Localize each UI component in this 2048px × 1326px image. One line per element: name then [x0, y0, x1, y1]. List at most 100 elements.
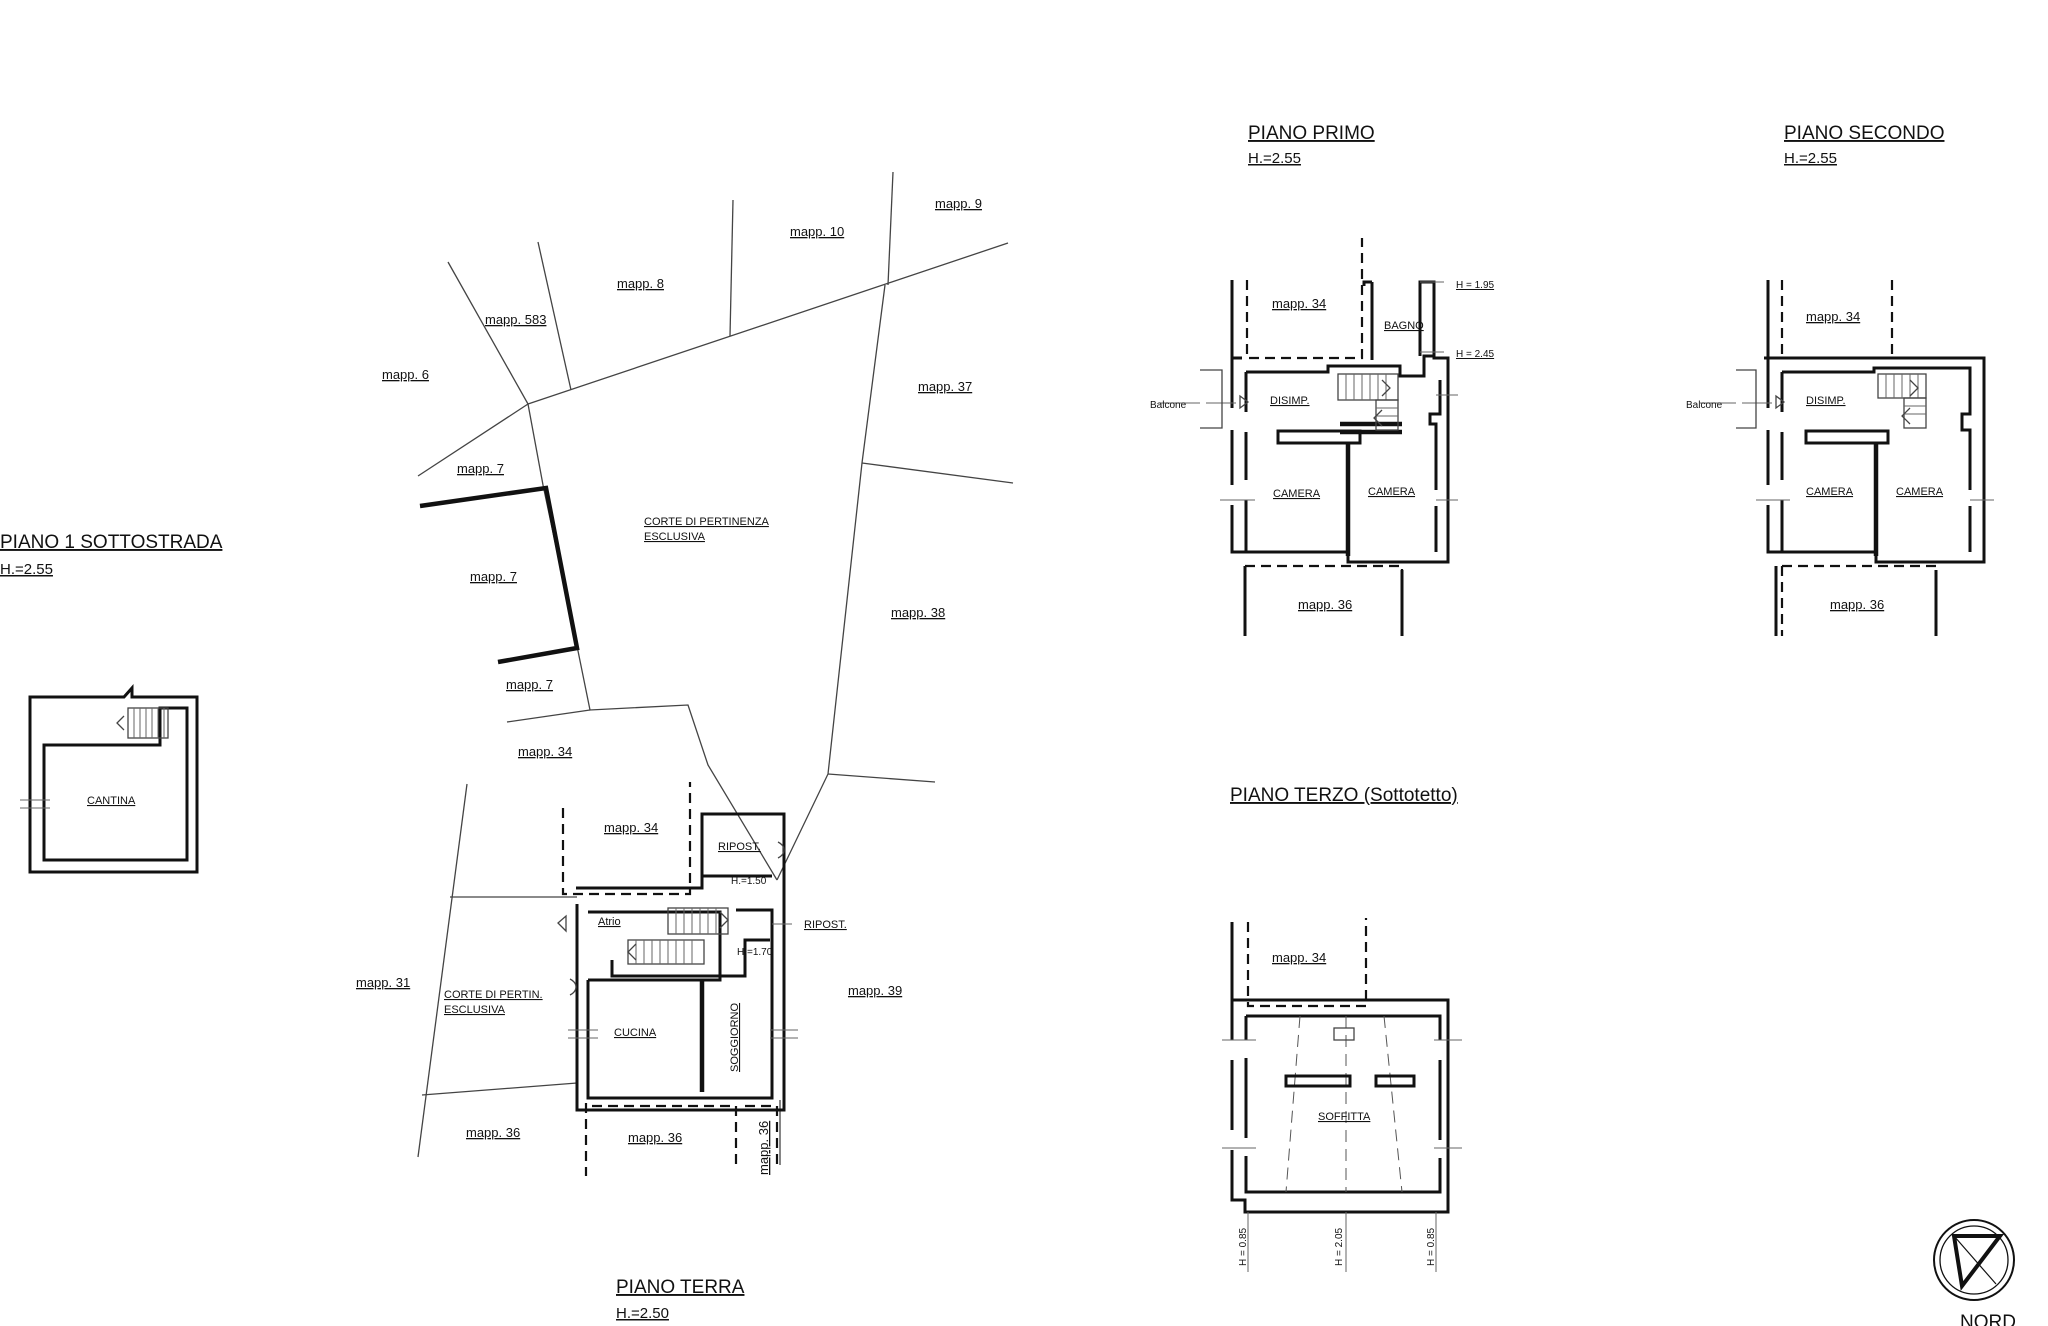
parcel-label: mapp. 34 [1272, 950, 1326, 965]
outer-wall-terra [575, 812, 786, 1112]
parcel-label: mapp. 36 [466, 1125, 520, 1140]
parcel-label: mapp. 7 [506, 677, 553, 692]
room-label-atrio: Atrio [598, 916, 621, 928]
height-note-stairs: H.=1.70 [737, 947, 773, 958]
height-note-left: H = 0.85 [1238, 1227, 1249, 1266]
parcel-label: mapp. 7 [470, 569, 517, 584]
windows-terra [557, 841, 798, 1039]
room-label-soffitta: SOFFITTA [1318, 1111, 1371, 1123]
inner-wall-terzo [1244, 1014, 1442, 1194]
title-primo: PIANO PRIMO [1248, 123, 1375, 144]
height-note-bagno-top: H = 1.95 [1456, 280, 1495, 291]
dashed-boundary-terzo [1246, 918, 1368, 1008]
boundary-walls-secondo-lower [1774, 566, 1938, 636]
room-label-ripost-outer: RIPOST. [804, 919, 847, 931]
parcel-label: mapp. 10 [790, 224, 844, 239]
north-arrow-icon [1951, 1234, 2005, 1291]
room-label-camera-right: CAMERA [1368, 486, 1416, 498]
parcel-label: mapp. 7 [457, 461, 504, 476]
title-sottostrada: PIANO 1 SOTTOSTRADA [0, 532, 223, 553]
inner-wall-primo-right [1428, 380, 1442, 552]
compass-label: NORD [1960, 1312, 2016, 1326]
plan-sottostrada: PIANO 1 SOTTOSTRADA H.=2.55 CANTINA [0, 532, 223, 874]
parcel-line [421, 1082, 578, 1096]
height-primo: H.=2.55 [1248, 150, 1301, 167]
partition-primo [1276, 429, 1362, 445]
roof-line-terzo [1383, 1015, 1403, 1193]
north-compass: NORD [1933, 1219, 2016, 1326]
parcel-label: mapp. 36 [628, 1130, 682, 1145]
room-label-disimp: DISIMP. [1270, 395, 1310, 407]
parcel-label: mapp. 36 [1830, 597, 1884, 612]
parcel-label: mapp. 37 [918, 379, 972, 394]
outer-wall-primo [1230, 280, 1450, 564]
plan-primo: PIANO PRIMO H.=2.55 [1150, 123, 1495, 636]
inner-wall-terra-top [588, 910, 722, 982]
parcel-label: mapp. 34 [1806, 309, 1860, 324]
parcel-label: mapp. 8 [617, 276, 664, 291]
corte-small-label-line2: ESCLUSIVA [444, 1004, 506, 1016]
parcel-label: mapp. 9 [935, 196, 982, 211]
stairs-secondo [1877, 373, 1927, 429]
parcel-line [506, 709, 591, 723]
partition-secondo [1804, 429, 1890, 445]
room-label-camera-left: CAMERA [1806, 486, 1854, 498]
inner-wall-secondo [1782, 366, 1972, 552]
stair-partition-terra [610, 938, 770, 978]
height-sottostrada: H.=2.55 [0, 561, 53, 578]
stairs-terra [627, 907, 729, 965]
landing-primo [1340, 421, 1402, 435]
parcel-label: mapp. 36 [756, 1121, 771, 1175]
parcel-line [861, 462, 1014, 484]
parcel-label: mapp. 31 [356, 975, 410, 990]
corte-label-line2: ESCLUSIVA [644, 531, 706, 543]
parcel-label: mapp. 38 [891, 605, 945, 620]
windows-terzo [1222, 1039, 1462, 1272]
room-label-soggiorno: SOGGIORNO [729, 1002, 741, 1072]
title-terra: PIANO TERRA [616, 1277, 745, 1298]
height-terra: H.=2.50 [616, 1305, 669, 1322]
parcel-line [537, 241, 572, 391]
windows-primo [1160, 281, 1458, 501]
parcel-label: mapp. 34 [604, 820, 658, 835]
corte-small-label-line1: CORTE DI PERTIN. [444, 989, 543, 1001]
parcel-line [527, 403, 778, 881]
stairs-primo [1337, 373, 1399, 431]
parcel-line [527, 242, 1009, 405]
cadastral-map: mapp. 9 mapp. 10 mapp. 8 mapp. 583 mapp.… [356, 171, 1014, 1175]
dashed-boundary-terra-lower [745, 1104, 779, 1170]
outer-wall-sottostrada [28, 684, 199, 874]
room-label-bagno: BAGNO [1384, 320, 1424, 332]
label-balcone-secondo: Balcone [1686, 400, 1723, 411]
inner-wall-terra-right [586, 908, 774, 1100]
parcel-line [729, 199, 734, 337]
parcel-line [776, 284, 886, 881]
parcel-line [417, 783, 468, 1158]
plan-terzo: PIANO TERZO (Sottotetto) mapp. 34 SOFFIT… [1222, 785, 1462, 1272]
height-note-middle: H = 2.05 [1334, 1227, 1345, 1266]
partition-terzo [1374, 1074, 1416, 1088]
outer-wall-terzo [1230, 922, 1450, 1214]
window-sottostrada [20, 799, 50, 809]
height-secondo: H.=2.55 [1784, 150, 1837, 167]
parcel-line [447, 261, 529, 405]
corte-label-line1: CORTE DI PERTINENZA [644, 516, 770, 528]
height-note-bagno-bottom: H = 2.45 [1456, 349, 1495, 360]
room-label-camera-left: CAMERA [1273, 488, 1321, 500]
dashed-boundary-terra [561, 782, 692, 896]
boundary-wall-mapp-7 [419, 485, 580, 665]
dashed-boundary-primo [1245, 238, 1364, 360]
boundary-walls-primo-lower [1243, 566, 1404, 636]
room-label-cucina: CUCINA [614, 1027, 657, 1039]
title-secondo: PIANO SECONDO [1784, 123, 1944, 144]
roof-line-terzo [1285, 1015, 1301, 1193]
inner-wall-sottostrada [42, 706, 189, 862]
room-label-camera-right: CAMERA [1896, 486, 1944, 498]
parcel-label: mapp. 583 [485, 312, 546, 327]
parcel-line [417, 403, 529, 477]
stairs-sottostrada [116, 707, 169, 739]
room-label-ripost-inner: RIPOST. [718, 841, 761, 853]
parcel-line [827, 773, 936, 783]
parcel-label: mapp. 34 [518, 744, 572, 759]
